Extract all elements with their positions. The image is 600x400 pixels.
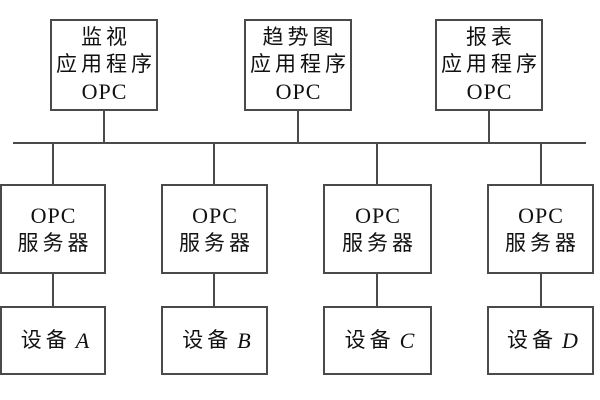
server-box-line: 服务器 bbox=[17, 230, 93, 255]
connector-bus-to-server4 bbox=[540, 144, 542, 184]
opc-server-box-2: OPC 服务器 bbox=[161, 184, 268, 274]
connector-app2-to-bus bbox=[297, 111, 299, 142]
connector-bus-to-server3 bbox=[376, 144, 378, 184]
connector-bus-to-server1 bbox=[52, 144, 54, 184]
connector-bus-to-server2 bbox=[213, 144, 215, 184]
connector-server1-to-device-a bbox=[52, 274, 54, 306]
device-box-label: 设备 bbox=[344, 328, 395, 352]
app-box-line: OPC bbox=[81, 79, 128, 104]
device-box-letter: A bbox=[75, 328, 90, 353]
device-box-d: 设备 D bbox=[487, 306, 594, 375]
connector-server3-to-device-c bbox=[376, 274, 378, 306]
server-box-line: OPC bbox=[30, 202, 77, 228]
device-box-c: 设备 C bbox=[323, 306, 432, 375]
device-box-letter: D bbox=[562, 328, 578, 353]
server-box-line: OPC bbox=[355, 202, 401, 228]
device-box-a: 设备 A bbox=[0, 306, 106, 375]
app-box-monitoring: 监视 应用程序 OPC bbox=[50, 19, 158, 111]
network-bus-line bbox=[13, 142, 586, 144]
device-box-label: 设备 bbox=[507, 328, 558, 352]
server-box-line: 服务器 bbox=[505, 230, 580, 255]
app-box-line: OPC bbox=[466, 79, 513, 104]
device-box-label: 设备 bbox=[182, 328, 233, 352]
device-box-b: 设备 B bbox=[161, 306, 268, 375]
app-box-line: 监视 bbox=[81, 25, 131, 49]
server-box-line: 服务器 bbox=[342, 230, 417, 255]
app-box-line: 应用程序 bbox=[441, 52, 541, 76]
device-box-letter: C bbox=[399, 328, 415, 353]
app-box-line: 报表 bbox=[466, 25, 516, 49]
connector-server2-to-device-b bbox=[213, 274, 215, 306]
opc-server-box-4: OPC 服务器 bbox=[487, 184, 594, 274]
app-box-line: OPC bbox=[275, 79, 322, 104]
app-box-line: 应用程序 bbox=[56, 52, 156, 76]
device-box-label: 设备 bbox=[20, 328, 71, 352]
app-box-line: 应用程序 bbox=[250, 52, 350, 76]
connector-app1-to-bus bbox=[103, 111, 105, 142]
server-box-line: 服务器 bbox=[179, 230, 254, 255]
connector-app3-to-bus bbox=[488, 111, 490, 142]
connector-server4-to-device-d bbox=[540, 274, 542, 306]
opc-server-box-1: OPC 服务器 bbox=[0, 184, 106, 274]
app-box-trend: 趋势图 应用程序 OPC bbox=[244, 19, 352, 111]
server-box-line: OPC bbox=[192, 202, 238, 228]
app-box-report: 报表 应用程序 OPC bbox=[435, 19, 543, 111]
app-box-line: 趋势图 bbox=[262, 25, 338, 49]
opc-server-box-3: OPC 服务器 bbox=[323, 184, 432, 274]
device-box-letter: B bbox=[237, 328, 251, 353]
server-box-line: OPC bbox=[518, 202, 564, 228]
